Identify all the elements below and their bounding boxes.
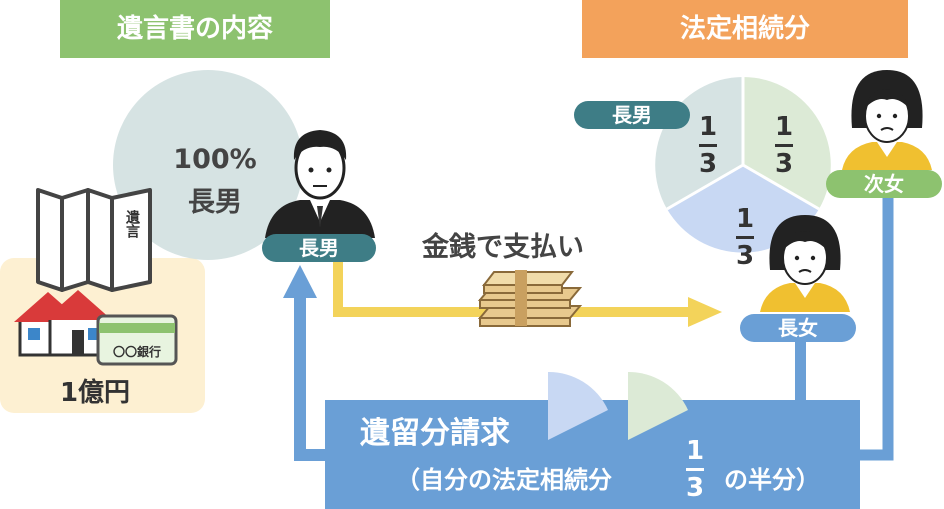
legal-share-title: 法定相続分 [582,0,908,58]
will-heir-label: 長男 [188,187,242,218]
will-document-icon [36,188,152,292]
claim-prefix: （自分の法定相続分 [396,466,612,494]
house-icon [14,290,112,357]
bank-card-text: 〇〇銀行 [112,345,161,359]
claim-title: 遺留分請求 [360,416,510,451]
pie-son-tag: 長男 [574,101,690,129]
will-content-title: 遺言書の内容 [60,0,330,58]
bank-card-icon [96,314,178,366]
claim-arrow-line [294,295,325,461]
eldest-son-tag: 長男 [262,234,376,262]
wedge-green [628,371,688,440]
will-circle [113,70,303,260]
will-share-label: 100% [173,144,257,175]
wedge-blue [548,371,608,440]
will-document-text: 遺言 [124,210,140,238]
person-man-icon [265,130,375,238]
daughter2-connector [860,195,894,461]
claim-box [325,400,860,509]
payment-arrow-head [688,297,722,327]
payment-label: 金銭で支払い [422,232,584,263]
claim-suffix: の半分） [724,466,820,494]
money-bundle-icon [477,270,583,327]
second-daughter-tag: 次女 [826,170,942,198]
person-woman-icon-daughter1 [760,215,850,312]
estate-value: 1億円 [59,378,131,408]
daughter1-connector [795,340,806,402]
person-woman-icon-daughter2 [842,70,932,170]
eldest-daughter-tag: 長女 [740,314,856,342]
claim-arrow-head [283,265,317,298]
